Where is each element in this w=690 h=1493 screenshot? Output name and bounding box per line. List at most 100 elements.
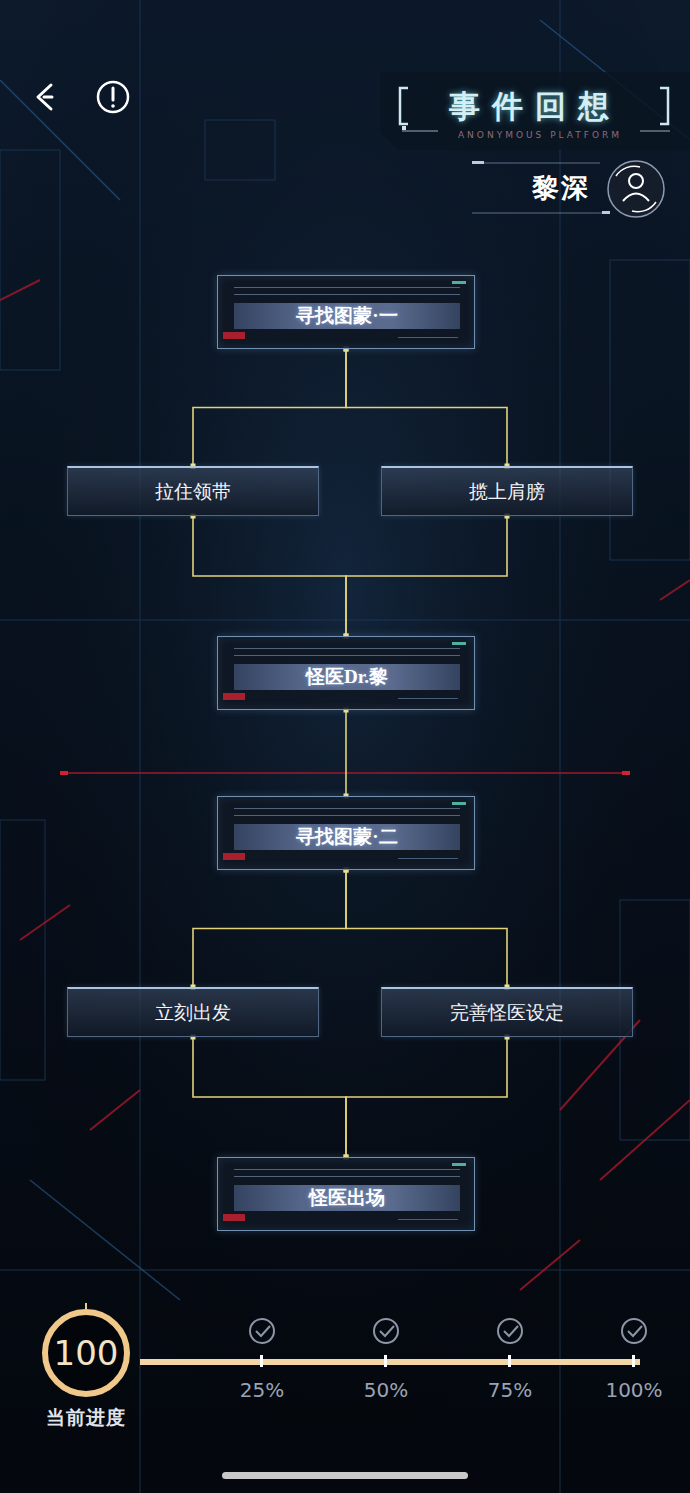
grid-line <box>560 0 561 1493</box>
connector-group <box>344 1035 510 1160</box>
streak <box>600 1100 690 1180</box>
info-bar <box>112 88 115 100</box>
red-tag <box>223 853 245 860</box>
node-label: 寻找图蒙·一 <box>296 303 397 329</box>
frame-strip <box>234 1169 460 1177</box>
connector-group <box>344 868 510 990</box>
panel <box>205 120 275 180</box>
branch-connector <box>346 349 507 466</box>
title-frame <box>380 72 690 150</box>
branch-connector <box>193 1037 346 1157</box>
progress-ring <box>45 1312 127 1394</box>
branch-connector <box>346 870 507 987</box>
progress-ring-mark <box>85 1303 87 1309</box>
node-label: 立刻出发 <box>155 1000 231 1026</box>
title-rule <box>402 131 438 132</box>
connector-group <box>191 1035 349 1160</box>
status-mark <box>452 802 466 805</box>
chapter-box: 寻找图蒙·一 <box>217 275 475 349</box>
streak <box>0 280 40 300</box>
progress-tick <box>260 1355 263 1367</box>
branch-connector <box>193 870 346 987</box>
streak <box>90 1090 140 1130</box>
chapter-box: 怪医Dr.黎 <box>217 636 475 710</box>
avatar-head <box>629 174 643 188</box>
check-ring <box>622 1319 646 1343</box>
streak <box>660 580 690 600</box>
info-dot <box>111 104 115 108</box>
red-tag <box>223 1214 245 1221</box>
title-pip <box>402 126 406 130</box>
connector-group <box>191 868 349 990</box>
check-icons <box>250 1319 646 1343</box>
divider-end <box>622 771 630 775</box>
home-indicator <box>222 1472 468 1479</box>
screen-label: 当前进度 <box>46 1405 126 1431</box>
title-plate <box>380 72 690 150</box>
grid-line <box>0 620 690 621</box>
title-bar: 寻找图蒙·二 <box>234 824 460 850</box>
title-bar: 怪医Dr.黎 <box>234 664 460 690</box>
plate-rule <box>472 163 600 164</box>
panel <box>0 150 60 370</box>
frame-strip <box>398 337 458 341</box>
name-plate <box>472 161 664 217</box>
progress-tick <box>632 1355 635 1367</box>
divider-line <box>62 772 628 774</box>
frame-strip <box>234 648 460 656</box>
frame-strip <box>398 1219 458 1223</box>
info-icon <box>98 82 128 112</box>
node-label: 揽上肩膀 <box>469 479 545 505</box>
check-mark <box>380 1326 394 1336</box>
frame-strip <box>234 808 460 816</box>
screen-label: 黎深 <box>532 170 590 206</box>
title-bar: 怪医出场 <box>234 1185 460 1211</box>
connector-group <box>344 347 510 469</box>
streak <box>520 1240 580 1290</box>
connector-group <box>344 514 510 639</box>
panel <box>0 820 45 1080</box>
progress-bar <box>140 1359 640 1365</box>
node-label: 怪医Dr.黎 <box>306 664 388 690</box>
title-bracket <box>660 88 668 124</box>
plate-pip <box>602 211 610 214</box>
node-label: 完善怪医设定 <box>450 1000 564 1026</box>
divider-end <box>60 771 68 775</box>
screen-label: 50% <box>364 1378 408 1402</box>
screen-label: 100 <box>54 1333 119 1373</box>
status-mark <box>452 642 466 645</box>
red-tag <box>223 332 245 339</box>
node-label: 寻找图蒙·二 <box>296 824 397 850</box>
red-tag <box>223 693 245 700</box>
grid-line <box>0 1270 690 1271</box>
avatar-arc <box>632 202 656 212</box>
branch-connector <box>345 710 347 796</box>
branch-connector <box>193 349 346 466</box>
check-ring <box>374 1319 398 1343</box>
check-mark <box>628 1326 642 1336</box>
title-bar: 寻找图蒙·一 <box>234 303 460 329</box>
title-rule <box>640 131 670 132</box>
avatar-ring <box>608 161 664 217</box>
check-mark <box>256 1326 270 1336</box>
chapter-box: 怪医出场 <box>217 1157 475 1231</box>
screen-label: 100% <box>605 1378 662 1402</box>
check-ring <box>498 1319 522 1343</box>
screen-label: 75% <box>488 1378 532 1402</box>
plate-pip <box>472 161 484 164</box>
screen-title: 事件回想 <box>404 86 666 128</box>
progress-meter <box>45 1303 646 1394</box>
screen-label: 25% <box>240 1378 284 1402</box>
branch-connector <box>346 1037 507 1157</box>
plate-rule <box>472 213 608 214</box>
choice-box: 揽上肩膀 <box>381 466 633 516</box>
progress-tick <box>384 1355 387 1367</box>
screen-label: ANONYMOUS PLATFORM <box>458 130 622 140</box>
frame-strip <box>398 698 458 702</box>
